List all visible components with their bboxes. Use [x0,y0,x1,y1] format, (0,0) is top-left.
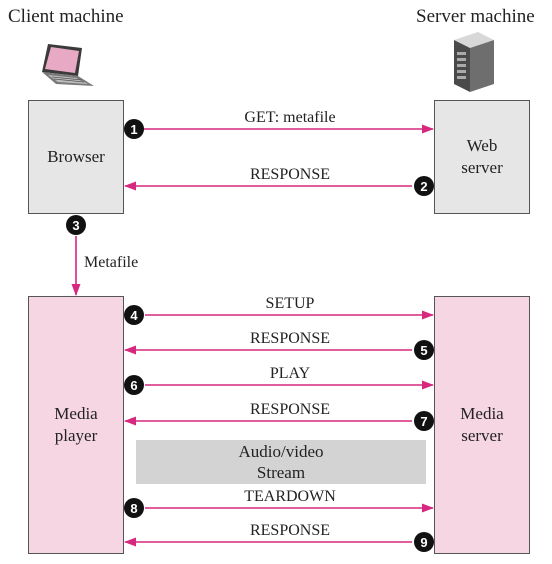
web-server-box: Web server [434,100,530,214]
step-badge-4: 4 [124,305,144,325]
server-tower-icon [454,32,494,92]
stream-label-line1: Audio/video [238,442,324,461]
media-server-label-line2: server [461,426,503,445]
stream-label-line2: Stream [256,463,306,482]
step-badge-1: 1 [124,119,144,139]
step-badge-5: 5 [414,340,434,360]
server-machine-header: Server machine [416,6,535,27]
client-machine-header: Client machine [8,6,124,27]
label-response-9: RESPONSE [249,522,331,539]
browser-box: Browser [28,100,124,214]
web-server-label-line1: Web [466,136,498,155]
label-get-metafile: GET: metafile [244,109,336,126]
label-metafile: Metafile [84,254,139,271]
audio-video-stream-bar: Audio/video Stream [136,440,426,484]
label-response-5: RESPONSE [249,330,331,347]
media-player-label-line1: Media [54,404,98,423]
label-setup: SETUP [265,295,315,312]
browser-label: Browser [47,147,105,166]
web-server-label-line2: server [461,158,503,177]
step-badge-2: 2 [414,176,434,196]
label-response-7: RESPONSE [249,401,331,418]
step-badge-6: 6 [124,375,144,395]
step-badge-9: 9 [414,532,434,552]
media-player-box: Media player [28,296,124,554]
laptop-icon [42,44,94,86]
media-server-box: Media server [434,296,530,554]
media-server-label-line1: Media [460,404,504,423]
label-teardown: TEARDOWN [244,488,336,505]
label-play: PLAY [269,365,311,382]
label-response-2: RESPONSE [249,166,331,183]
step-badge-8: 8 [124,498,144,518]
step-badge-7: 7 [414,411,434,431]
step-badge-3: 3 [66,215,86,235]
media-player-label-line2: player [54,426,98,445]
